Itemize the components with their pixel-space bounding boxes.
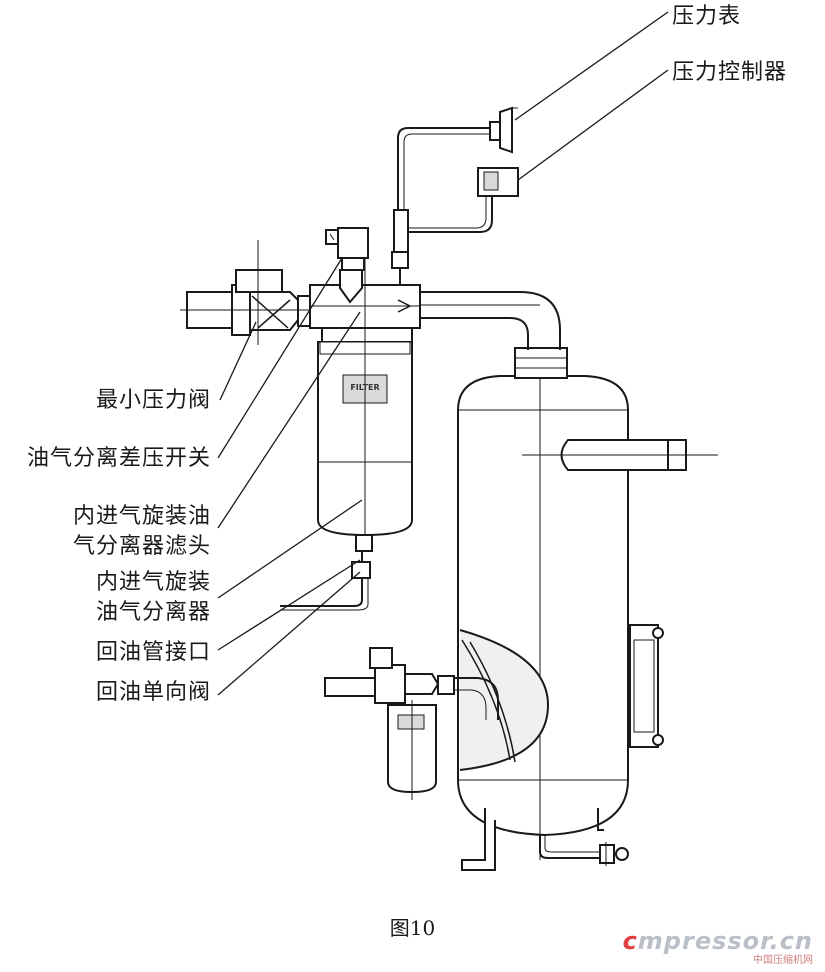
leader-pressure-gauge — [514, 11, 669, 121]
filter-badge: FILTER — [350, 383, 380, 392]
figure-caption: 图10 — [389, 916, 436, 940]
label-filter-head-line2: 气分离器滤头 — [72, 534, 211, 559]
leader-pressure-controller — [517, 69, 669, 181]
outlet-elbow-pipe — [420, 291, 561, 350]
leader-diff-pressure-switch — [217, 257, 343, 459]
oil-filter-assembly — [324, 647, 499, 800]
label-separator-line2: 油气分离器 — [95, 600, 211, 625]
filter-head — [309, 255, 421, 350]
pressure-tubing — [391, 127, 493, 285]
watermark-logo: cmpressor.cn — [622, 927, 813, 955]
diff-pressure-switch — [325, 227, 369, 271]
leader-min-pressure-valve — [219, 321, 257, 401]
watermark: cmpressor.cn 中国压缩机网 — [623, 927, 813, 966]
label-oil-return-check-valve: 回油单向阀 — [95, 680, 211, 705]
discharge-port — [522, 439, 718, 471]
label-separator-line1: 内进气旋装 — [95, 570, 211, 595]
label-filter-head-line1: 内进气旋装油 — [72, 504, 211, 529]
leader-oil-return-check-valve — [217, 571, 361, 696]
leader-filter-head — [217, 311, 361, 529]
bottom-drain — [539, 835, 629, 866]
filter-canister — [280, 341, 413, 611]
leader-oil-return-port — [217, 559, 361, 651]
watermark-subtitle: 中国压缩机网 — [753, 955, 813, 966]
pressure-gauge — [489, 106, 518, 154]
sight-glass — [629, 624, 664, 748]
label-diff-pressure-switch: 油气分离差压开关 — [26, 446, 211, 471]
pressure-controller-box — [477, 167, 519, 197]
label-pressure-controller: 压力控制器 — [672, 60, 788, 85]
label-pressure-gauge: 压力表 — [672, 4, 742, 29]
min-pressure-valve — [180, 240, 320, 345]
leader-separator — [217, 499, 363, 599]
leader-lines — [217, 11, 669, 696]
label-oil-return-port: 回油管接口 — [95, 640, 211, 665]
separator-tank — [457, 347, 629, 860]
label-min-pressure-valve: 最小压力阀 — [95, 388, 211, 413]
tank-legs — [461, 808, 604, 871]
